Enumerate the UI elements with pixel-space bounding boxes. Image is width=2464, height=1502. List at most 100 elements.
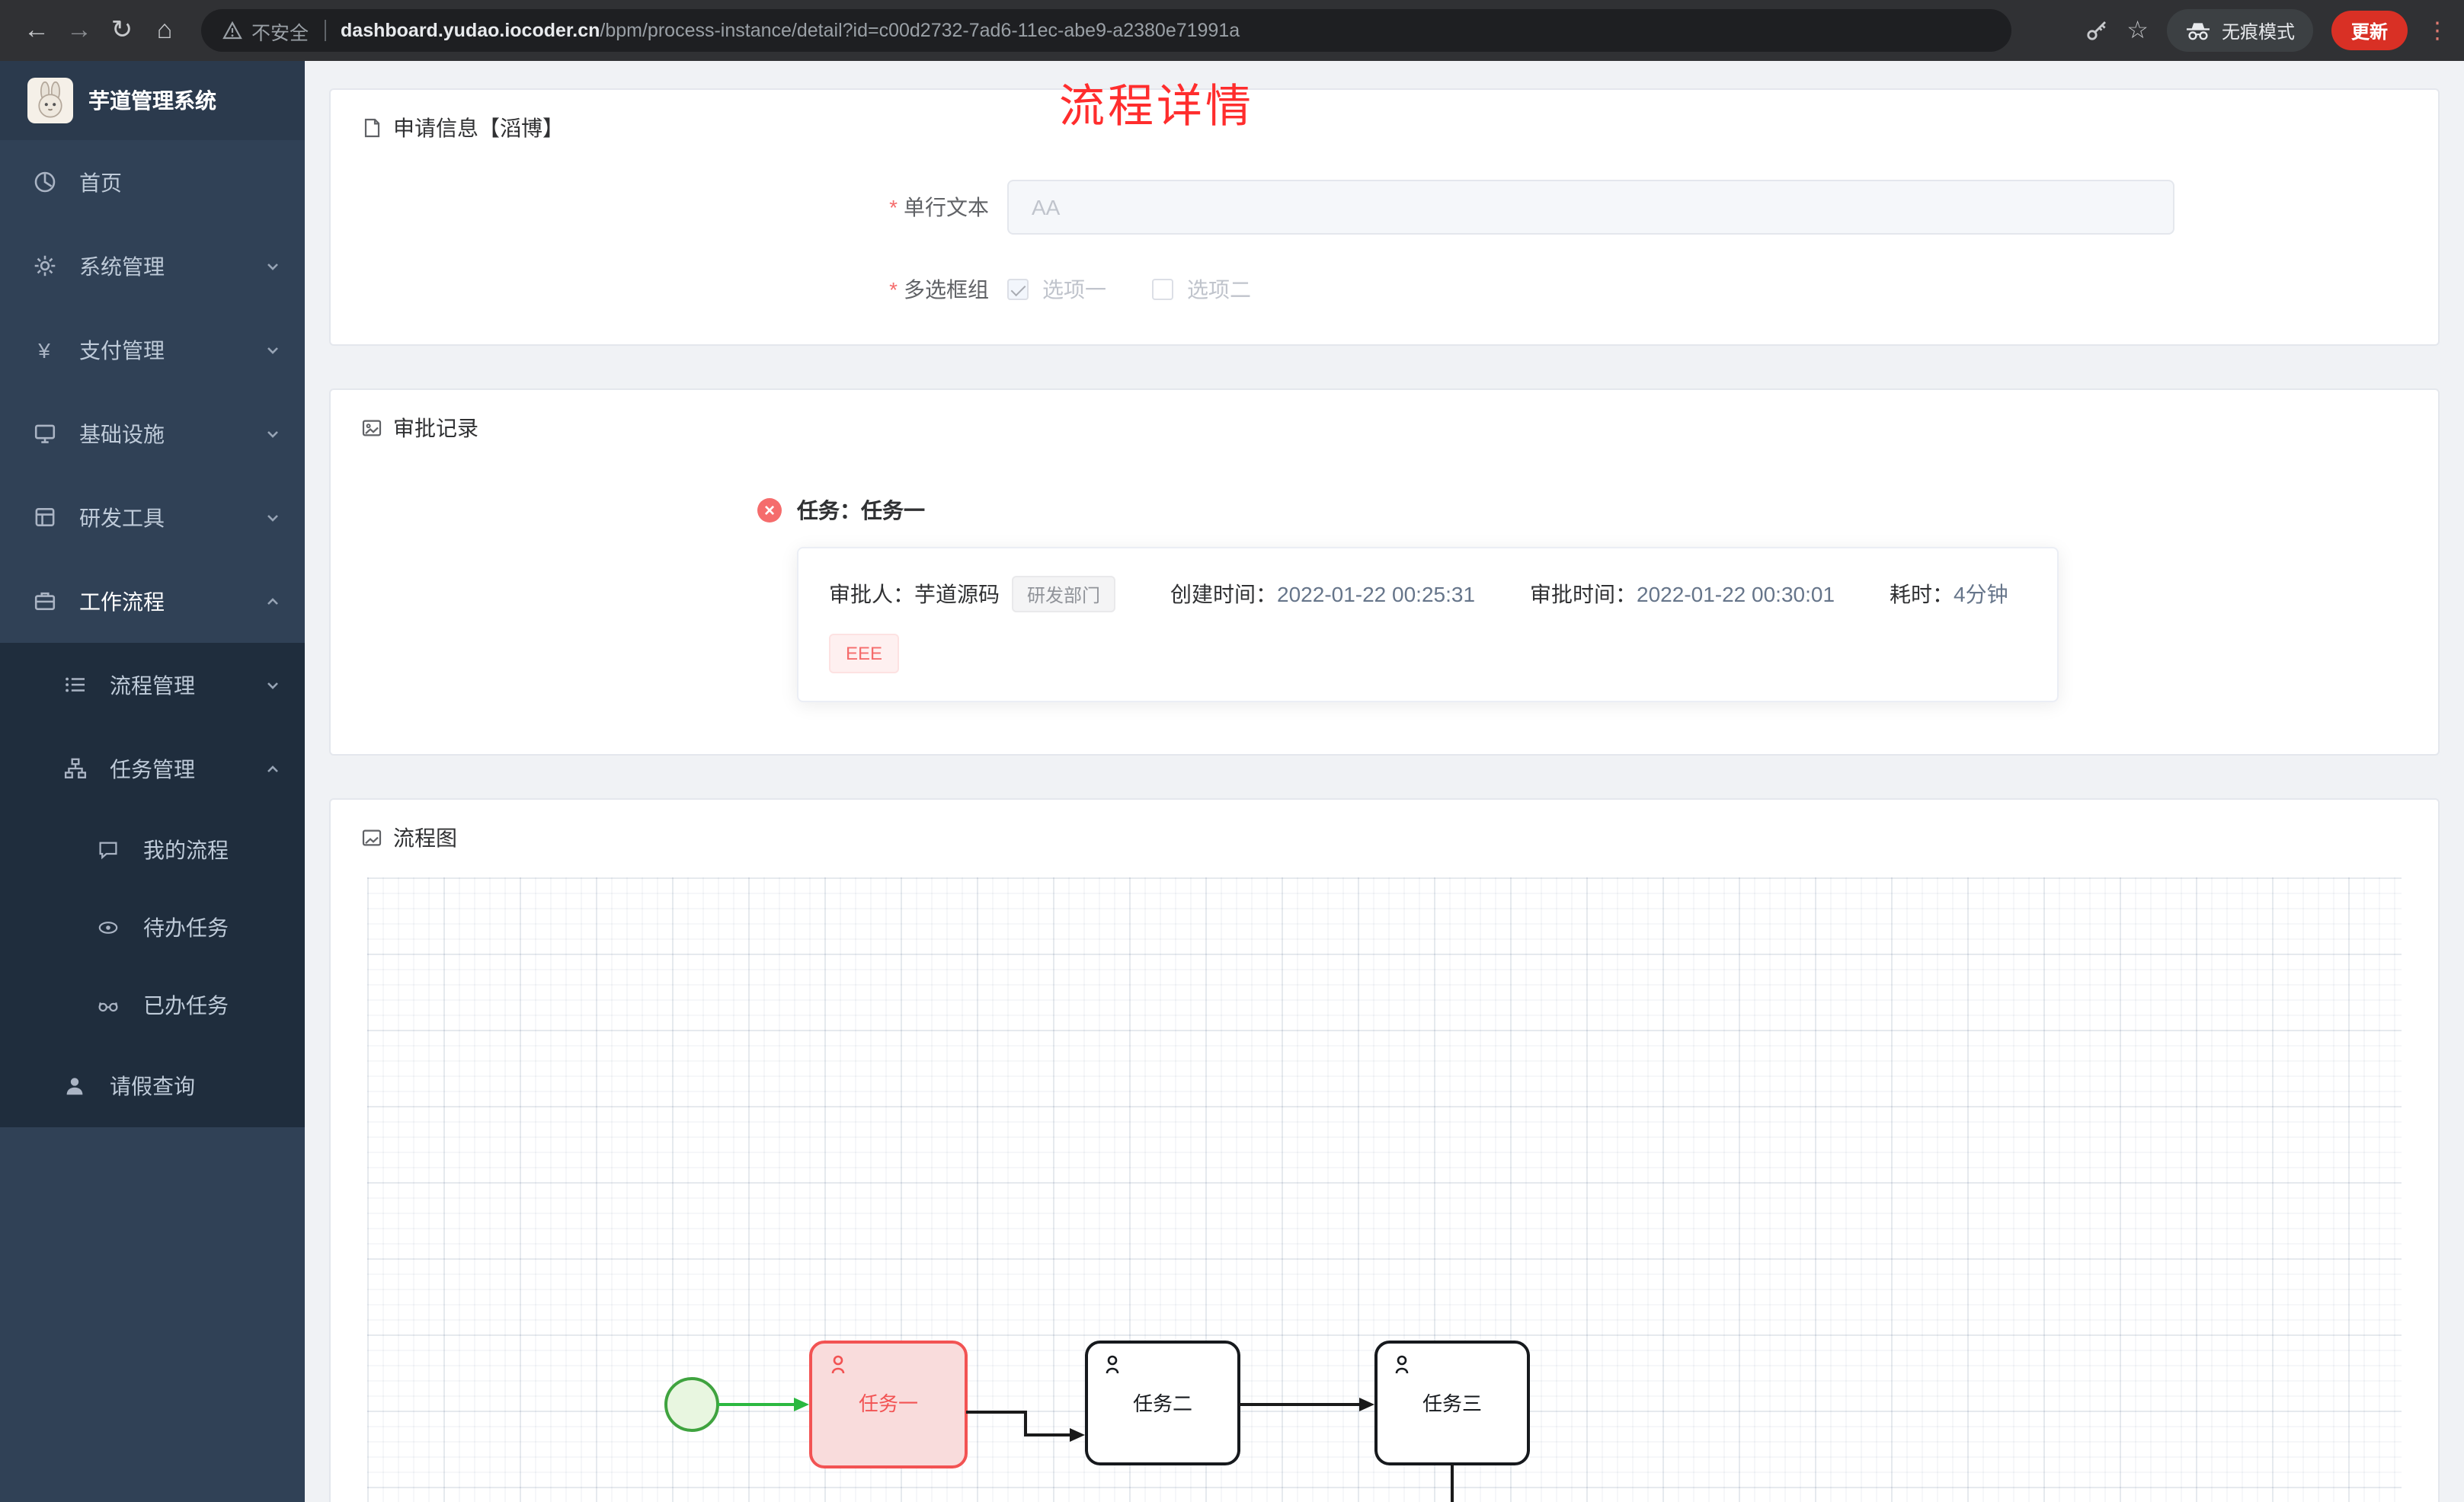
app-title: 芋道管理系统 [88,88,216,113]
sidebar-item-todo-tasks[interactable]: 待办任务 [0,888,305,966]
apply-card-header: 申请信息【滔博】 [331,90,2438,158]
approver-label: 审批人： [829,582,914,606]
url-domain: dashboard.yudao.iocoder.cn [341,20,600,41]
eye-icon [94,916,122,938]
approved-group: 审批时间： 2022-01-22 00:30:01 [1530,579,1835,609]
sidebar-item-home[interactable]: 首页 [0,140,305,224]
error-icon: × [757,498,782,523]
chevron-down-icon [265,342,280,357]
security-chip[interactable]: 不安全 [222,16,309,45]
sidebar-item-payment[interactable]: ¥ 支付管理 [0,308,305,391]
bookmark-star-icon[interactable]: ☆ [2126,18,2149,44]
checkbox-unchecked-icon [1152,279,1173,300]
sidebar-item-label: 流程管理 [110,673,195,697]
app-logo[interactable]: 芋道管理系统 [0,61,305,140]
task-title: 任务：任务一 [797,498,925,523]
sidebar-item-system[interactable]: 系统管理 [0,224,305,308]
gear-icon [30,254,58,277]
home-icon[interactable]: ⌂ [156,15,173,44]
sidebar-item-label: 工作流程 [79,589,165,613]
list-icon [61,673,88,696]
diagram-card-header: 流程图 [331,800,2438,868]
task-node-label: 任务三 [1422,1392,1482,1415]
approved-time: 2022-01-22 00:30:01 [1637,582,1835,606]
approval-timeline: × 任务：任务一 审批人： 芋道源码 研发部门 创建时间： 2022-01-22… [331,459,2438,754]
tree-icon [61,757,88,780]
approver-name: 芋道源码 [914,582,1000,606]
sidebar-item-devtools[interactable]: 研发工具 [0,475,305,559]
sidebar-item-leave-query[interactable]: 请假查询 [0,1043,305,1127]
workflow-submenu: 流程管理 任务管理 我的流程 待办任务 [0,643,305,1127]
user-task-icon [1106,1355,1119,1374]
user-task-icon [1395,1355,1409,1374]
approval-detail-row: 审批人： 芋道源码 研发部门 创建时间： 2022-01-22 00:25:31… [829,576,2027,612]
sidebar-item-my-process[interactable]: 我的流程 [0,810,305,888]
arrowhead [1070,1428,1085,1442]
sidebar-item-label: 已办任务 [143,992,229,1017]
record-icon [361,417,382,439]
checkbox-label: 选项一 [1042,277,1106,302]
arrowhead [1359,1398,1374,1411]
sidebar-item-task-management[interactable]: 任务管理 [0,727,305,810]
toolbox-icon [30,506,58,529]
chevron-down-icon [265,258,280,273]
bpmn-canvas[interactable]: 任务一 任务二 [367,877,2402,1502]
start-event-node[interactable] [664,1377,719,1432]
browser-menu-icon[interactable]: ⋮ [2426,18,2449,44]
approver-group: 审批人： 芋道源码 研发部门 [829,576,1116,612]
checkbox-option-1[interactable]: 选项一 [1007,274,1106,305]
user-task-node-1[interactable] [809,1341,968,1468]
key-icon[interactable] [2084,18,2108,43]
chevron-down-icon [265,677,280,692]
sidebar-item-label: 待办任务 [143,915,229,939]
reload-icon[interactable]: ↻ [110,15,133,44]
address-bar[interactable]: 不安全 dashboard.yudao.iocoder.cn/bpm/proce… [201,9,2011,52]
approval-card-title: 审批记录 [393,416,478,440]
chevron-up-icon [265,761,280,776]
forward-icon[interactable]: → [66,15,92,44]
created-group: 创建时间： 2022-01-22 00:25:31 [1170,579,1475,609]
task-node-label: 任务二 [1133,1392,1192,1415]
arrowhead [794,1398,809,1411]
yen-icon: ¥ [38,337,50,362]
sidebar-item-label: 支付管理 [79,337,165,362]
sidebar-item-label: 任务管理 [110,756,195,781]
task-node-label: 任务一 [859,1392,918,1415]
field-label: *多选框组 [889,277,989,302]
required-asterisk: * [889,277,898,302]
department-tag: 研发部门 [1012,576,1116,612]
sidebar-item-infrastructure[interactable]: 基础设施 [0,391,305,475]
chevron-down-icon [265,426,280,441]
bpmn-diagram: 任务一 任务二 [664,1341,1530,1502]
process-diagram-card: 流程图 任务一 [329,798,2440,1502]
checkbox-option-2[interactable]: 选项二 [1152,274,1251,305]
sidebar-item-label: 请假查询 [110,1073,195,1098]
briefcase-icon [30,590,58,612]
sidebar-item-done-tasks[interactable]: 已办任务 [0,966,305,1043]
duration-group: 耗时： 4分钟 [1890,579,2008,609]
incognito-badge[interactable]: 无痕模式 [2166,9,2313,52]
sidebar-item-label: 首页 [79,170,122,194]
field-label: *单行文本 [889,195,989,219]
comment-tag: EEE [829,634,900,673]
sidebar-item-workflow[interactable]: 工作流程 [0,559,305,643]
chat-bubble-icon [94,839,122,860]
browser-toolbar: ← → ↻ ⌂ 不安全 dashboard.yudao.iocoder.cn/b… [0,0,2464,61]
approval-detail-box: 审批人： 芋道源码 研发部门 创建时间： 2022-01-22 00:25:31… [797,547,2059,702]
checkbox-label: 选项二 [1187,277,1251,302]
sidebar-item-process-management[interactable]: 流程管理 [0,643,305,727]
user-task-icon [831,1355,845,1374]
duration-value: 4分钟 [1954,582,2008,606]
sidebar-item-label: 系统管理 [79,254,165,278]
single-line-text-input[interactable] [1007,180,2174,235]
person-icon [61,1075,88,1096]
duration-label: 耗时： [1890,582,1954,606]
dashboard-icon [30,171,58,193]
sidebar-item-label: 基础设施 [79,421,165,446]
url-path: /bpm/process-instance/detail?id=c00d2732… [600,20,1240,41]
sidebar-item-label: 我的流程 [143,837,229,861]
ssl-warning-icon [222,21,242,40]
update-button[interactable]: 更新 [2331,11,2408,50]
back-icon[interactable]: ← [24,15,50,44]
